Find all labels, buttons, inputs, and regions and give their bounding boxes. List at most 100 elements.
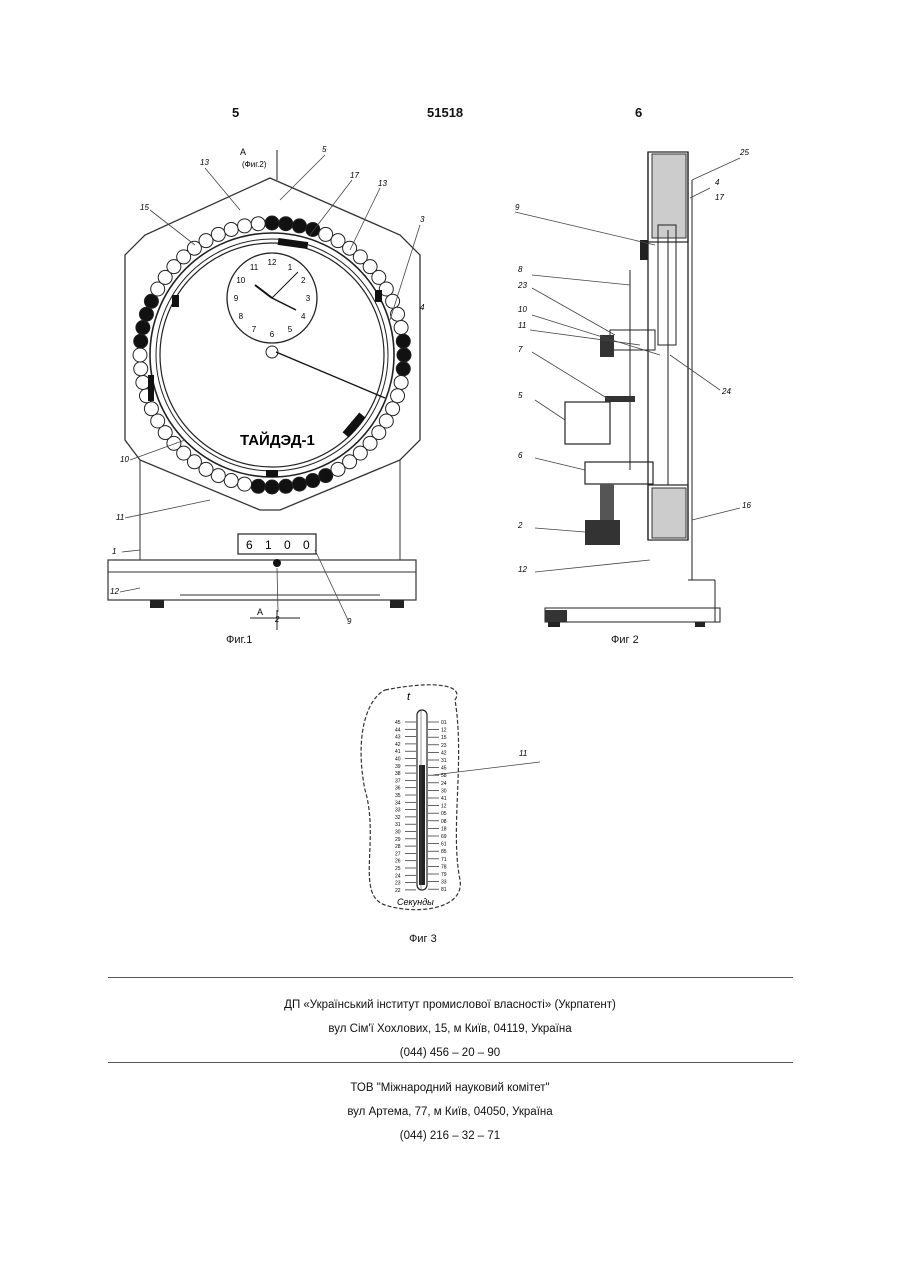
- right-scale-tick: 23: [441, 743, 447, 749]
- ball: [265, 216, 279, 230]
- left-scale-tick: 40: [395, 757, 401, 763]
- dial-number: 8: [239, 312, 244, 321]
- ref-label: 10: [120, 455, 129, 464]
- left-scale-tick: 22: [395, 888, 401, 894]
- dial-number: 9: [234, 294, 239, 303]
- ball: [136, 375, 150, 389]
- scale-unit: Секунды: [397, 897, 434, 907]
- left-scale-tick: 35: [395, 793, 401, 799]
- ball: [139, 307, 153, 321]
- section-label-top: A: [240, 147, 246, 157]
- dial-number: 11: [250, 263, 259, 272]
- digital-display: 6100: [246, 538, 310, 552]
- ball: [251, 479, 265, 493]
- left-scale-tick: 27: [395, 851, 401, 857]
- right-scale-tick: 81: [441, 887, 447, 893]
- left-scale-tick: 42: [395, 742, 401, 748]
- org2-phone: (044) 216 – 32 – 71: [0, 1124, 900, 1148]
- right-scale-tick: 12: [441, 804, 447, 810]
- figure-3-caption: Фиг 3: [409, 933, 437, 945]
- ball: [134, 362, 148, 376]
- right-scale-tick: 69: [441, 834, 447, 840]
- right-scale-tick: 24: [441, 781, 447, 787]
- ball: [279, 217, 293, 231]
- ref-label: 4: [715, 178, 720, 187]
- left-scale-tick: 44: [395, 727, 401, 733]
- right-scale-tick: 18: [441, 826, 447, 832]
- right-scale-tick: 71: [441, 857, 447, 863]
- right-scale-tick: 79: [441, 872, 447, 878]
- ref-label: 1: [112, 547, 116, 556]
- right-scale-tick: 05: [441, 811, 447, 817]
- ball: [251, 217, 265, 231]
- ball: [391, 307, 405, 321]
- ball: [151, 414, 165, 428]
- left-scale-tick: 24: [395, 873, 401, 879]
- ref-label: 24: [721, 387, 731, 396]
- left-scale-tick: 30: [395, 830, 401, 836]
- fig3-ref-label: 11: [519, 749, 527, 758]
- ball: [134, 334, 148, 348]
- left-scale-tick: 32: [395, 815, 401, 821]
- right-page-number: 6: [635, 105, 642, 120]
- dial-number: 2: [301, 276, 306, 285]
- ball: [211, 469, 225, 483]
- dial-number: 7: [252, 325, 257, 334]
- ref-label: 5: [518, 391, 523, 400]
- right-scale-tick: 01: [441, 720, 447, 726]
- footer-block-1: ДП «Український інститут промислової вла…: [0, 993, 900, 1065]
- left-scale-tick: 25: [395, 866, 401, 872]
- right-scale-tick: 08: [441, 819, 447, 825]
- right-scale-tick: 42: [441, 750, 447, 756]
- ball: [394, 375, 408, 389]
- ball: [396, 334, 410, 348]
- ball: [279, 479, 293, 493]
- patent-number: 51518: [427, 105, 463, 120]
- org2-address: вул Артема, 77, м Київ, 04050, Україна: [0, 1100, 900, 1124]
- left-scale-tick: 23: [395, 881, 401, 887]
- display-digit: 0: [303, 538, 310, 552]
- scale-title: t: [407, 691, 411, 703]
- device-title: ТАЙДЭД-1: [240, 431, 315, 449]
- ref-label: 6: [518, 451, 523, 460]
- ref-label: 17: [715, 193, 724, 202]
- ball: [211, 227, 225, 241]
- right-scale-tick: 78: [441, 864, 447, 870]
- ball: [238, 219, 252, 233]
- right-scale-tick: 30: [441, 788, 447, 794]
- dial-number: 4: [301, 312, 306, 321]
- dial-number: 12: [268, 258, 277, 267]
- figure-3-drawing: t 45444342414039383736353433323130292827…: [355, 680, 555, 920]
- ref-label: 17: [350, 171, 359, 180]
- ref-label: 8: [518, 265, 523, 274]
- ball: [306, 474, 320, 488]
- ball: [224, 474, 238, 488]
- org1-name: ДП «Український інститут промислової вла…: [0, 993, 900, 1017]
- ref-label: 2: [274, 615, 280, 624]
- ball: [238, 477, 252, 491]
- ball: [144, 402, 158, 416]
- org2-name: ТОВ "Міжнародний науковий комітет": [0, 1076, 900, 1100]
- left-scale-tick: 36: [395, 786, 401, 792]
- ball: [292, 477, 306, 491]
- ball: [144, 294, 158, 308]
- ball: [386, 402, 400, 416]
- ball: [199, 234, 213, 248]
- ref-label: 5: [322, 145, 327, 154]
- ref-label: 12: [110, 587, 119, 596]
- ball: [397, 348, 411, 362]
- right-scale-tick: 41: [441, 796, 447, 802]
- ball: [292, 219, 306, 233]
- left-scale-tick: 33: [395, 808, 401, 814]
- left-scale-tick: 41: [395, 749, 401, 755]
- org1-address: вул Сім'ї Хохлових, 15, м Київ, 04119, У…: [0, 1017, 900, 1041]
- ref-label: 23: [517, 281, 527, 290]
- ref-label: 13: [200, 158, 209, 167]
- ref-label: 16: [742, 501, 751, 510]
- ref-label: 11: [518, 321, 526, 330]
- ball: [133, 348, 147, 362]
- right-scale-tick: 12: [441, 728, 447, 734]
- ref-label: 12: [518, 565, 527, 574]
- ref-label: 3: [420, 215, 425, 224]
- right-scale-tick: 61: [441, 842, 447, 848]
